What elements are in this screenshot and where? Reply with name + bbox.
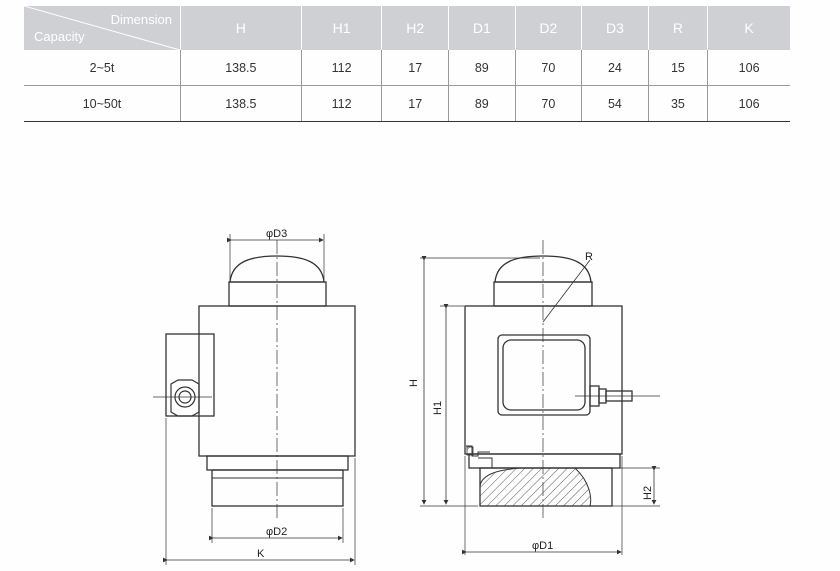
header-h1: H1 [301, 6, 383, 50]
capacity-cell: 10~50t [24, 85, 181, 122]
side-section-hatch [479, 467, 592, 507]
header-h: H [180, 6, 302, 50]
header-k: K [707, 6, 790, 50]
corner-capacity-label: Capacity [34, 29, 85, 44]
table-cell: 70 [515, 85, 583, 122]
table-cell: 138.5 [180, 50, 302, 86]
header-r: R [648, 6, 709, 50]
corner-dimension-label: Dimension [110, 12, 172, 27]
header-d3: D3 [581, 6, 649, 50]
front-view [153, 234, 356, 565]
table-cell: 17 [381, 85, 449, 122]
corner-diagonal [24, 6, 180, 50]
connector-housing [165, 333, 215, 417]
side-body [464, 305, 623, 455]
table-cell: 35 [648, 85, 709, 122]
capacity-cell: 2~5t [24, 50, 181, 86]
header-d2: D2 [515, 6, 583, 50]
side-dome [494, 255, 592, 283]
table-cell: 106 [707, 85, 790, 122]
front-d2-label: φD2 [266, 526, 287, 538]
front-d3-label: φD3 [266, 228, 287, 240]
table-header-row: Dimension Capacity H H1 H2 D1 D2 D3 R K [24, 6, 790, 50]
side-h-label: H [408, 379, 420, 387]
header-h2: H2 [381, 6, 449, 50]
table-cell: 54 [581, 85, 649, 122]
front-dome [229, 255, 325, 283]
side-base [479, 467, 613, 507]
header-d1: D1 [448, 6, 516, 50]
table-row: 10~50t 138.5 112 17 89 70 54 35 106 [24, 85, 790, 122]
side-d1-label: φD1 [532, 540, 553, 552]
side-r-label: R [585, 251, 593, 263]
label-plate-inner [502, 339, 586, 411]
side-h2-label: H2 [642, 486, 654, 500]
table-cell: 89 [448, 50, 516, 86]
table-cell: 70 [515, 50, 583, 86]
side-view [420, 240, 660, 555]
front-neck [228, 281, 327, 307]
front-base [211, 469, 344, 507]
table-cell: 138.5 [180, 85, 302, 122]
corner-header: Dimension Capacity [24, 6, 181, 50]
front-k-label: K [257, 548, 265, 560]
front-lower-ring [206, 455, 349, 471]
connector-nut [170, 379, 200, 417]
table-row: 2~5t 138.5 112 17 89 70 24 15 106 [24, 50, 790, 86]
side-h1-label: H1 [432, 401, 444, 415]
table-cell: 17 [381, 50, 449, 86]
table-cell: 89 [448, 85, 516, 122]
table-cell: 24 [581, 50, 649, 86]
dimension-table: Dimension Capacity H H1 H2 D1 D2 D3 R K … [24, 6, 790, 122]
table-cell: 106 [707, 50, 790, 86]
table-cell: 112 [301, 85, 383, 122]
table-cell: 15 [648, 50, 709, 86]
label-plate-outer [497, 334, 591, 416]
table-cell: 112 [301, 50, 383, 86]
